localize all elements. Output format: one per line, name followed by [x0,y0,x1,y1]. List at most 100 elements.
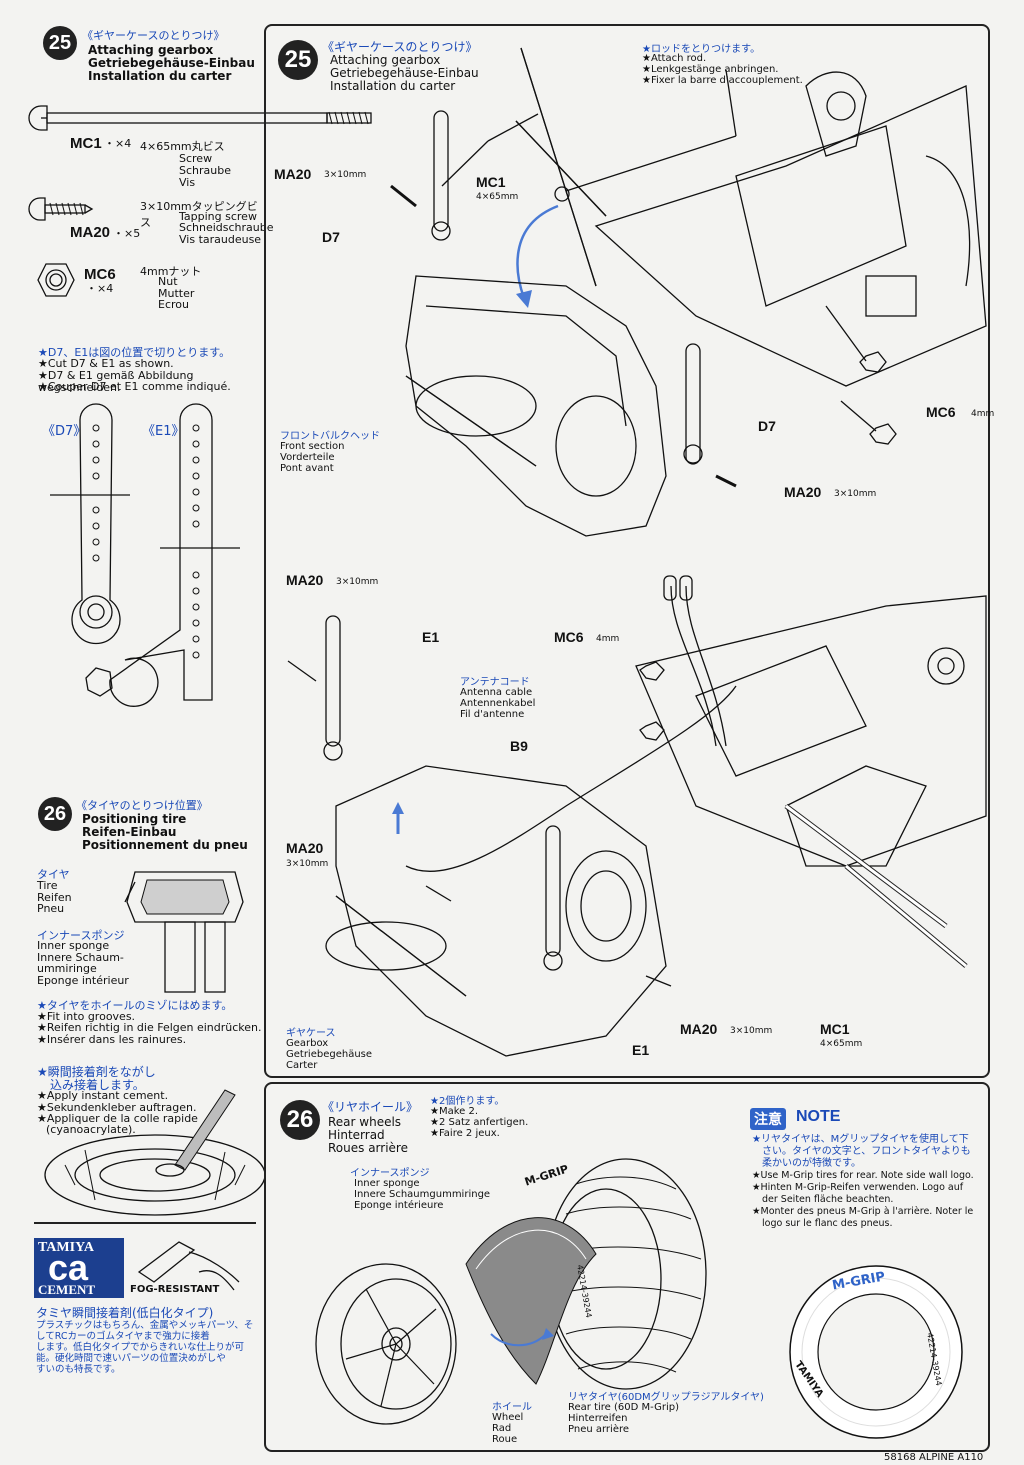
cement-note-jp1: ★瞬間接着剤をながし [37,1065,156,1079]
ma20-b-label: MA20 [784,484,822,500]
note-line-1: ★リヤタイヤは、Mグリップタイヤを使用して下 [752,1134,969,1145]
step-25-title-fr: Installation du carter [88,69,232,83]
part-mc6-en: Nut [158,275,178,288]
rod-note-fr: ★Fixer la barre d'accouplement. [642,75,803,86]
groove-note-de: ★Reifen richtig in die Felgen eindrücken… [37,1021,262,1034]
rear-title-en: Rear wheels [328,1115,402,1129]
main-step-25-title-de: Getriebegehäuse-Einbau [330,66,479,80]
cut-note-fr: ★Couper D7 et E1 comme indiqué. [38,380,231,393]
mc6-b-label: MC6 [554,629,584,645]
step-26-title-jp: 《タイヤのとりつけ位置》 [76,799,208,812]
part-ma20-size: 3×10mmタッピングビス [140,200,258,229]
mc6-b-size: 4mm [596,634,620,644]
main-step-25-title-fr: Installation du carter [330,79,456,93]
cement-note-jp2: 込み接着します。 [50,1078,145,1092]
ma20-e-label: MA20 [680,1021,718,1037]
note-line-2: さい。タイヤの文字と、フロントタイヤよりも [762,1146,971,1157]
rear-title-jp: 《リヤホイール》 [322,1100,419,1114]
groove-note-fr: ★Insérer dans les rainures. [37,1033,187,1046]
ad-brand: TAMIYA [38,1240,95,1255]
e1-bottom-label: E1 [632,1042,650,1058]
cement-note-de: ★Sekundenkleber auftragen. [37,1101,197,1114]
ad-body-jp: プラスチックはもちろん、金属やメッキパーツ、そ してRCカーのゴムタイヤまで強力… [36,1320,258,1375]
rear-sponge-de: Innere Schaumgummiringe [354,1189,491,1200]
gearbox-fr: Carter [286,1060,318,1071]
antenna-fr: Fil d'antenne [460,709,525,720]
antenna-de: Antennenkabel [460,698,536,709]
ca-cement-ad: TAMIYA ca CEMENT FOG-RESISTANT タミヤ瞬間接着剤(… [34,1222,256,1464]
d7-label: 《D7》 [42,424,87,439]
front-section-fr: Pont avant [280,463,334,474]
ad-body-line-5: すいのも特長です。 [36,1364,121,1375]
cement-note-fr1: ★Appliquer de la colle rapide [37,1112,198,1125]
tamiya-logo [34,1238,124,1298]
mc6-size: 4mm [971,409,995,419]
ad-fog: FOG-RESISTANT [130,1284,220,1295]
wheel-jp: ホイール [492,1402,532,1413]
mc1-size: 4×65mm [476,192,519,202]
sponge-label-fr: Eponge intérieur [37,974,129,987]
step-25-badge: 25 [43,26,77,60]
sponge-label-en: Inner sponge [37,939,110,952]
ad-logo: ca [48,1247,89,1288]
make-note-en: ★Make 2. [430,1106,479,1117]
e1-label: 《E1》 [142,424,185,439]
part-ma20-qty: ・×5 [113,227,141,240]
step-25-title-jp: 《ギヤーケースのとりつけ》 [82,29,225,42]
tire-label-fr: Pneu [37,902,65,915]
step-26-panel: 26 《リヤホイール》 Rear wheels Hinterrad Roues … [264,1082,990,1452]
nut-icon [37,263,75,297]
step-25-title-en: Attaching gearbox [88,43,214,57]
ma20-top-size: 3×10mm [324,170,367,180]
gearbox-de: Getriebegehäuse [286,1049,373,1060]
rear-tire-jp: リヤタイヤ(60DMグリップラジアルタイヤ) [568,1392,764,1403]
wheel-en: Wheel [492,1412,524,1423]
note-line-8: logo sur le flanc des pneus. [762,1218,893,1229]
note-line-6: der Seiten fläche beachten. [762,1194,894,1205]
front-section-de: Vorderteile [280,452,335,463]
note-body: ★リヤタイヤは、Mグリップタイヤを使用して下 さい。タイヤの文字と、フロントタイ… [752,1134,988,1230]
groove-note-en: ★Fit into grooves. [37,1010,136,1023]
step-26-badge: 26 [38,797,72,831]
rear-step-badge: 26 [280,1100,320,1140]
step-26-title-fr: Positionnement du pneu [82,838,248,852]
ma20-top-label: MA20 [274,166,312,182]
rear-tire-en: Rear tire (60D M-Grip) [568,1402,679,1413]
rear-title-fr: Roues arrière [328,1141,408,1155]
note-title: NOTE [796,1108,841,1125]
mc6-label: MC6 [926,404,956,420]
ad-body-line-3: します。低白化タイプでからきれいな仕上りが可 [36,1342,245,1353]
step-26-title-de: Reifen-Einbau [82,825,177,839]
make-note-de: ★2 Satz anfertigen. [430,1117,529,1128]
note-badge-jp: 注意 [750,1108,786,1130]
rear-sponge-jp: インナースポンジ [350,1168,430,1179]
step-25-panel: 25 《ギヤーケースのとりつけ》 Attaching gearbox Getri… [264,24,994,1078]
cement-note-fr2: (cyanoacrylate). [46,1123,136,1136]
ma20-c-size: 3×10mm [336,577,379,587]
rear-tire-fr: Pneu arrière [568,1424,630,1435]
part-mc6-fr: Ecrou [158,298,189,311]
ad-title-jp: タミヤ瞬間接着剤(低白化タイプ) [36,1306,214,1320]
part-mc1-code: MC1 [70,135,102,152]
gearbox-en: Gearbox [286,1038,329,1049]
tire-cement-illustration [44,1089,266,1216]
ma20-c-label: MA20 [286,572,324,588]
wheel-fr: Roue [492,1434,518,1445]
gearbox-jp: ギヤケース [286,1028,336,1039]
long-screw-icon [28,105,372,131]
part-ma20-fr: Vis taraudeuse [179,233,262,246]
ma20-d-size: 3×10mm [286,859,329,869]
note-line-5: ★Hinten M-Grip-Reifen verwenden. Logo au… [752,1182,964,1193]
tire-label-jp: タイヤ [37,868,70,881]
rear-assembly-illustration [287,575,987,1057]
part-mc1-size: 4×65mm丸ビス [140,140,225,153]
page-footer: 58168 ALPINE A110 [884,1452,984,1463]
ma20-e-size: 3×10mm [730,1026,773,1036]
cement-note-en: ★Apply instant cement. [37,1089,169,1102]
b9-label: B9 [510,738,528,754]
part-mc6-code: MC6 [84,266,116,283]
note-line-4: ★Use M-Grip tires for rear. Note side wa… [752,1170,974,1181]
part-mc1-qty: ・×4 [104,137,132,150]
e1-top-label: E1 [422,629,440,645]
ad-body-line-4: 能。硬化時間で速いパーツの位置決めがしや [36,1353,226,1364]
